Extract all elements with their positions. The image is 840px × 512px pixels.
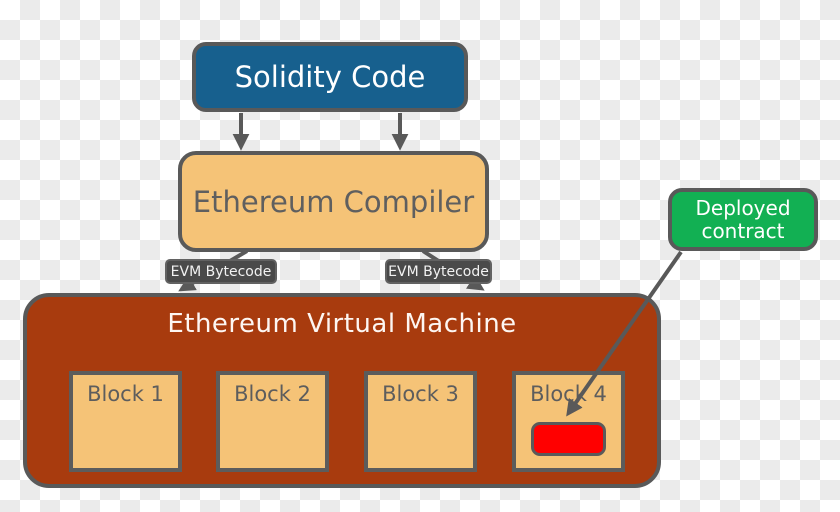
evm-bytecode-text-left: EVM Bytecode <box>170 263 272 280</box>
solidity-code-label: Solidity Code <box>234 60 426 94</box>
evm-bytecode-label-right: EVM Bytecode <box>385 259 492 284</box>
deployed-contract-label: Deployed contract <box>695 195 791 243</box>
evm-box: Ethereum Virtual Machine Block 1 Block 2… <box>23 293 661 488</box>
block-2: Block 2 <box>216 371 329 472</box>
block-1: Block 1 <box>69 371 182 472</box>
block-3: Block 3 <box>364 371 477 472</box>
ethereum-compiler-box: Ethereum Compiler <box>178 151 489 252</box>
solidity-code-box: Solidity Code <box>192 42 468 112</box>
evm-title: Ethereum Virtual Machine <box>167 309 517 339</box>
deployed-contract-rect <box>531 422 606 456</box>
evm-bytecode-label-left: EVM Bytecode <box>165 259 277 284</box>
ethereum-compiler-label: Ethereum Compiler <box>192 184 475 219</box>
block-4-label: Block 4 <box>530 382 607 406</box>
deployed-contract-box: Deployed contract <box>668 188 818 251</box>
evm-bytecode-text-right: EVM Bytecode <box>388 263 489 280</box>
block-4: Block 4 <box>512 371 625 472</box>
